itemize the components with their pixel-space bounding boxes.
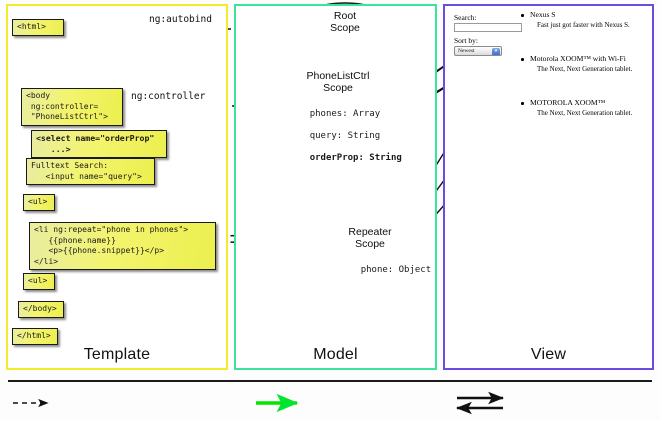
panel-view: View: [443, 4, 654, 370]
connector-label-ng-controller: ng:controller: [131, 91, 206, 102]
bullet-icon: [521, 102, 524, 105]
legend-divider: [8, 380, 652, 382]
code-ul-close: <ul>: [23, 273, 55, 290]
code-body-open: <body ng:controller= "PhoneListCtrl">: [21, 88, 123, 126]
sort-by-selected-value: Newest: [458, 48, 475, 54]
panel-view-label: View: [530, 346, 567, 363]
phone-snippet: The Next, Next Generation tablet.: [537, 109, 633, 117]
search-input[interactable]: [454, 23, 522, 32]
panel-template-label: Template: [83, 346, 151, 363]
legend: Implicit Scope Declaration Scope Inherit…: [0, 378, 660, 421]
bullet-icon: [521, 14, 524, 17]
phone-snippet: The Next, Next Generation tablet.: [537, 65, 633, 73]
panel-model: Model: [234, 4, 437, 370]
phone-name: MOTOROLA XOOM™: [530, 98, 606, 107]
chevron-down-icon: ▾: [492, 48, 500, 55]
code-html-open: <html>: [12, 19, 64, 36]
code-ul-open: <ul>: [23, 194, 55, 211]
search-label: Search:: [454, 13, 477, 22]
legend-glyph-databinding: [456, 391, 504, 415]
code-select: <select name="orderProp" ...>: [31, 130, 167, 158]
phone-snippet: Fast just got faster with Nexus S.: [537, 21, 630, 29]
sort-by-select[interactable]: Newest ▾: [454, 46, 502, 56]
phone-name: Motorola XOOM™ with Wi-Fi: [530, 54, 626, 63]
panel-model-label: Model: [313, 346, 358, 363]
code-fulltext-search: Fulltext Search: <input name="query">: [26, 158, 155, 186]
bullet-icon: [521, 58, 524, 61]
phone-name: Nexus S: [530, 10, 556, 19]
code-html-close: </html>: [12, 328, 58, 345]
code-li-repeat: <li ng:repeat="phone in phones"> {{phone…: [29, 222, 216, 271]
sort-by-label: Sort by:: [454, 36, 478, 45]
code-body-close: </body>: [18, 301, 64, 318]
connector-label-ng-autobind: ng:autobind: [149, 14, 212, 25]
